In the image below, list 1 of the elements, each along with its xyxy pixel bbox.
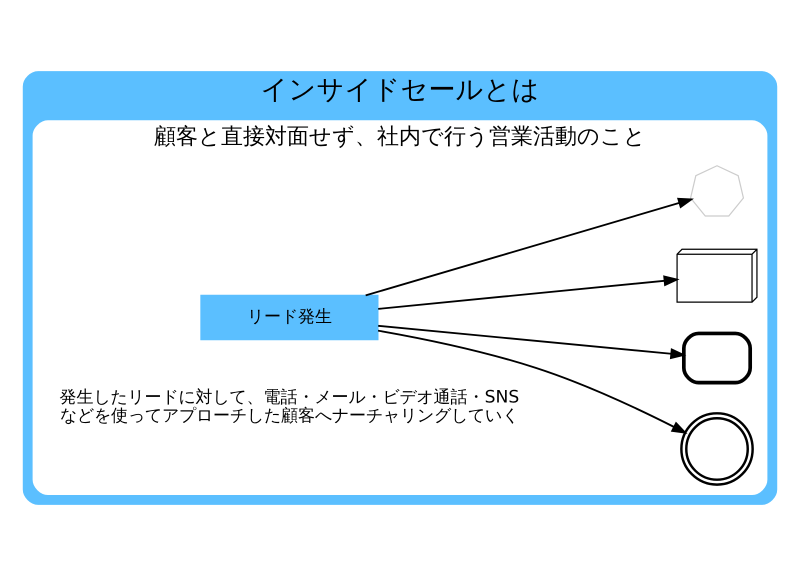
label: 発生したリードに対して、電話・メール・ビデオ通話・SNSなどを使ってアプローチした顧客へナーチャリングしていく xyxy=(60,388,520,426)
